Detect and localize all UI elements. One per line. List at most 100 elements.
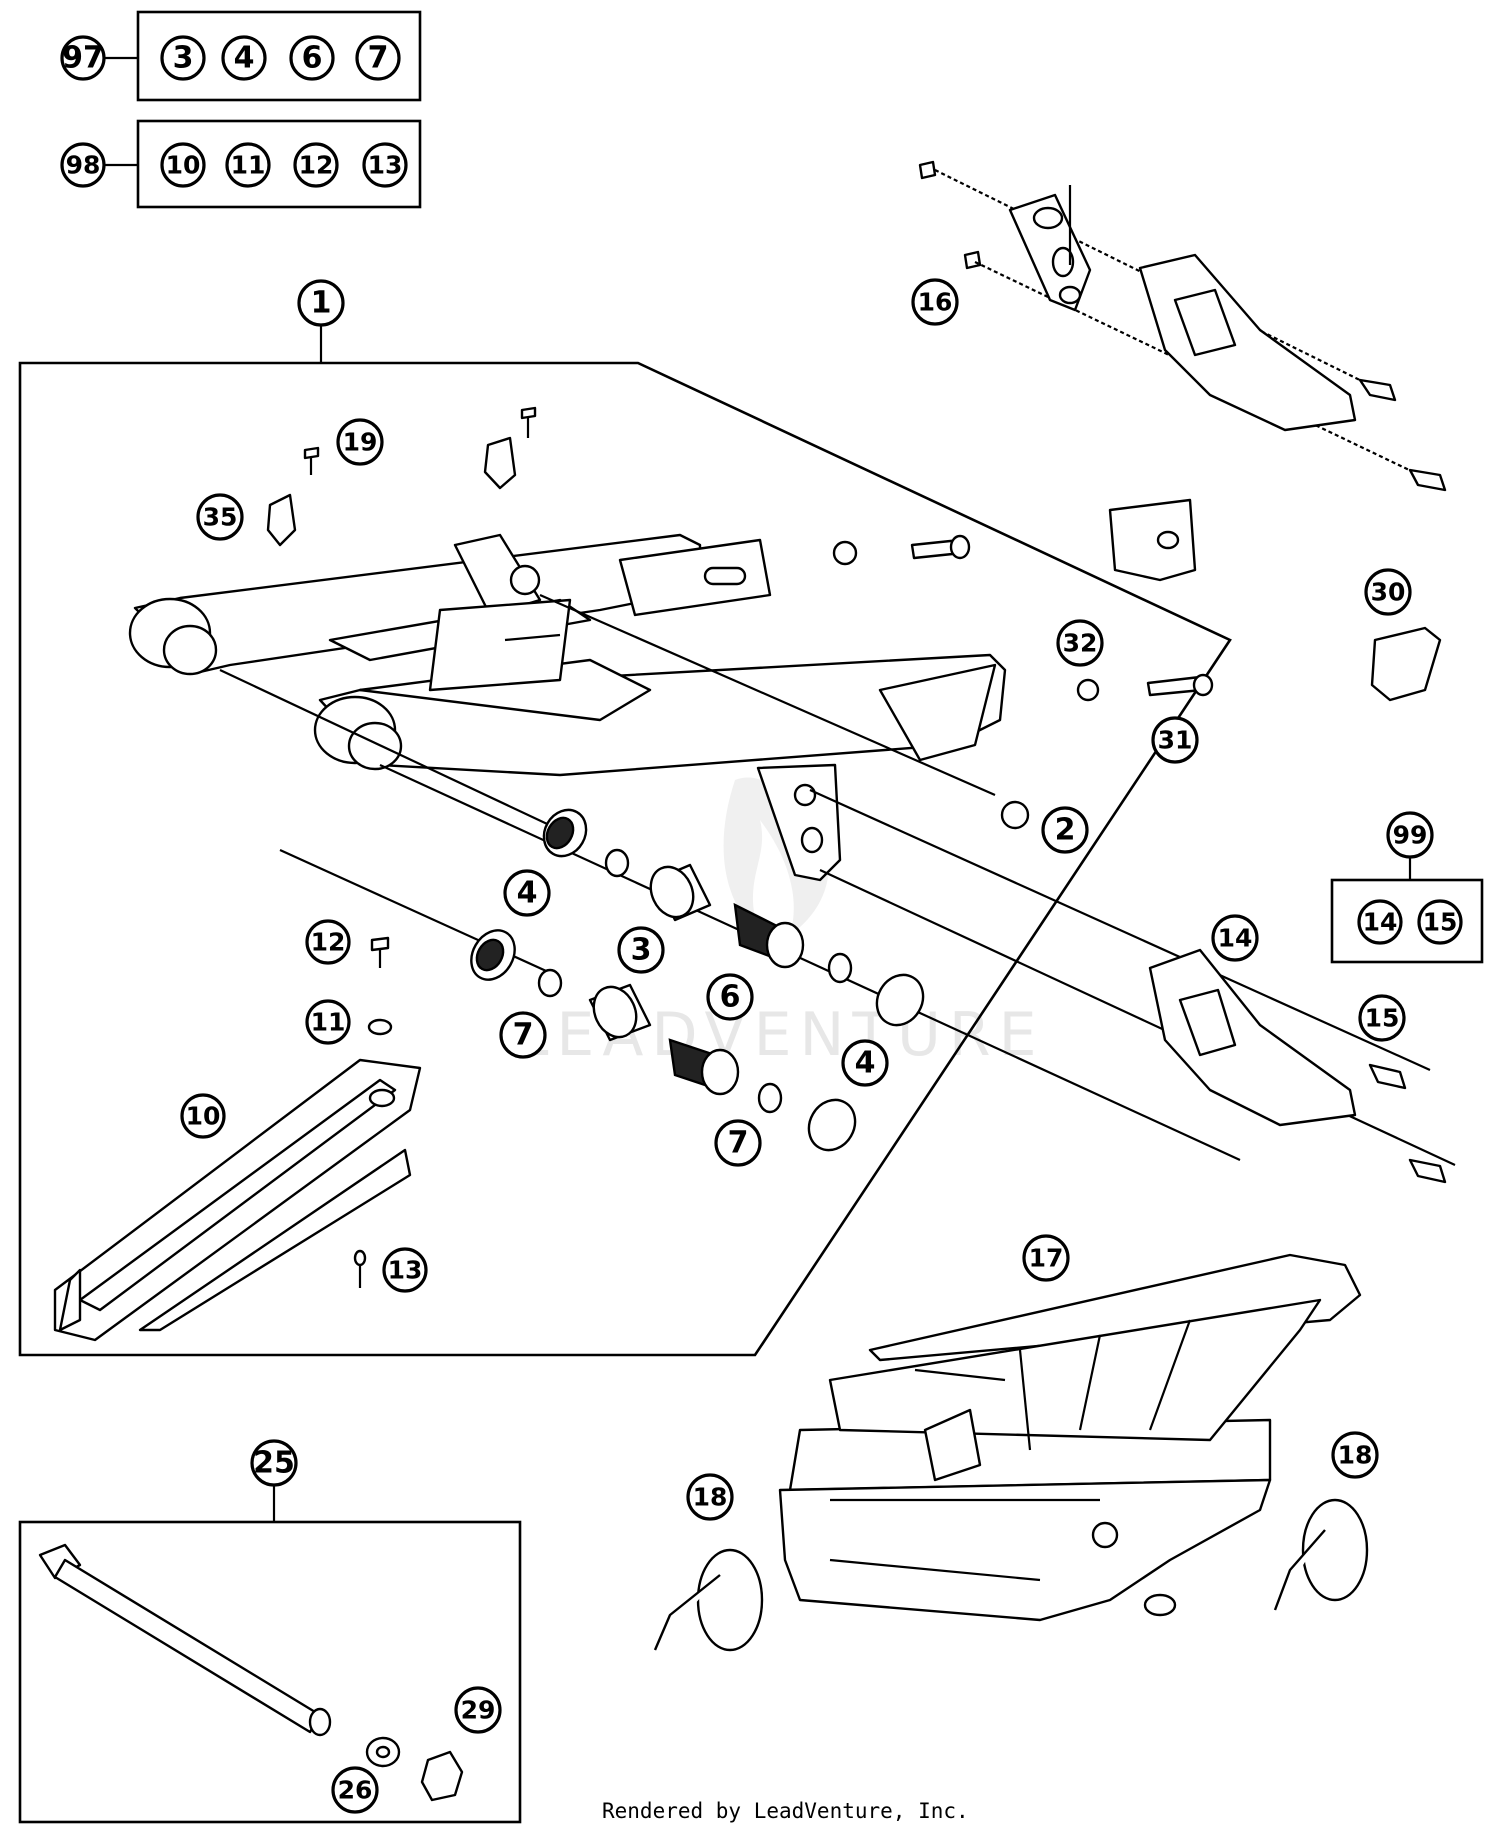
svg-text:16: 16 <box>918 288 953 317</box>
svg-text:19: 19 <box>343 428 378 457</box>
svg-text:17: 17 <box>1029 1244 1064 1273</box>
svg-text:15: 15 <box>1365 1004 1400 1033</box>
kit-98: 98 10 11 12 13 <box>60 119 422 209</box>
kit-97: 97 3 4 6 7 <box>60 10 422 102</box>
kit-98-item-11[interactable]: 11 <box>225 142 271 188</box>
svg-text:7: 7 <box>513 1018 534 1053</box>
kit-98-item-13[interactable]: 13 <box>362 142 408 188</box>
callout-7a[interactable]: 7 <box>499 1011 547 1059</box>
svg-text:11: 11 <box>311 1008 346 1037</box>
callout-14[interactable]: 14 <box>1211 914 1259 962</box>
kit-97-item-6[interactable]: 6 <box>289 35 335 81</box>
svg-text:4: 4 <box>234 41 255 76</box>
callout-19[interactable]: 19 <box>336 418 384 466</box>
kit-97-item-3[interactable]: 3 <box>160 35 206 81</box>
kit-97-item-4[interactable]: 4 <box>221 35 267 81</box>
callout-29[interactable]: 29 <box>454 1686 502 1734</box>
part-14-chain-guide <box>1148 948 1447 1184</box>
callout-10[interactable]: 10 <box>180 1093 226 1139</box>
callout-26[interactable]: 26 <box>331 1766 379 1814</box>
svg-text:99: 99 <box>1393 821 1428 850</box>
kit-98-item-12[interactable]: 12 <box>293 142 339 188</box>
callout-16[interactable]: 16 <box>911 278 959 326</box>
callout-18a[interactable]: 18 <box>686 1473 734 1521</box>
callout-1[interactable]: 1 <box>297 279 345 327</box>
svg-text:12: 12 <box>311 928 346 957</box>
svg-text:97: 97 <box>62 41 104 76</box>
callout-2[interactable]: 2 <box>1041 806 1089 854</box>
svg-text:18: 18 <box>1338 1441 1373 1470</box>
svg-text:14: 14 <box>1218 924 1253 953</box>
svg-text:3: 3 <box>631 933 652 968</box>
svg-text:25: 25 <box>253 1446 295 1481</box>
part-10-chain-slider <box>53 1058 422 1342</box>
callout-31[interactable]: 31 <box>1151 716 1199 764</box>
svg-text:29: 29 <box>461 1696 496 1725</box>
svg-text:6: 6 <box>302 41 323 76</box>
callout-99[interactable]: 99 <box>1386 811 1434 859</box>
svg-text:32: 32 <box>1063 629 1098 658</box>
callout-4b[interactable]: 4 <box>841 1039 889 1087</box>
callout-30[interactable]: 30 <box>1364 568 1412 616</box>
kit-99-item-14[interactable]: 14 <box>1357 899 1403 945</box>
svg-text:2: 2 <box>1055 813 1076 848</box>
callout-15[interactable]: 15 <box>1358 994 1406 1042</box>
kit-99-box <box>1330 878 1484 964</box>
svg-text:31: 31 <box>1158 726 1193 755</box>
assembly-1: 1 <box>18 279 1232 1357</box>
callouts: 2 3 4 4 6 7 7 10 11 12 13 14 15 16 17 18… <box>180 278 1412 1814</box>
assembly-25-frame <box>18 1520 522 1824</box>
svg-text:7: 7 <box>368 41 389 76</box>
callout-18b[interactable]: 18 <box>1331 1431 1379 1479</box>
upper-right-hardware <box>832 498 1214 830</box>
svg-text:30: 30 <box>1371 578 1406 607</box>
callout-25[interactable]: 25 <box>250 1439 298 1487</box>
kit-99-item-15[interactable]: 15 <box>1417 899 1463 945</box>
svg-text:4: 4 <box>855 1046 876 1081</box>
svg-text:4: 4 <box>517 876 538 911</box>
callout-32[interactable]: 32 <box>1056 619 1104 667</box>
svg-text:15: 15 <box>1423 908 1458 937</box>
svg-text:35: 35 <box>203 503 238 532</box>
svg-text:11: 11 <box>231 151 266 180</box>
svg-text:13: 13 <box>388 1256 423 1285</box>
kit-98-item-10[interactable]: 10 <box>160 142 206 188</box>
svg-text:10: 10 <box>186 1102 221 1131</box>
kit-99: 99 14 15 <box>1330 811 1484 964</box>
svg-text:26: 26 <box>338 1776 373 1805</box>
svg-text:13: 13 <box>368 151 403 180</box>
callout-11[interactable]: 11 <box>305 999 351 1045</box>
part-35-clips <box>266 436 517 547</box>
callout-6[interactable]: 6 <box>706 973 754 1021</box>
pivot-hardware <box>367 808 925 1152</box>
callout-17[interactable]: 17 <box>1022 1234 1070 1282</box>
callout-35[interactable]: 35 <box>196 493 244 541</box>
callout-12[interactable]: 12 <box>305 919 351 965</box>
kit-97-box <box>136 10 422 102</box>
svg-text:3: 3 <box>173 41 194 76</box>
part-18-cable-ties <box>653 1498 1369 1652</box>
svg-text:10: 10 <box>166 151 201 180</box>
part-30-block <box>1370 626 1442 702</box>
part-17-chain-guard <box>778 1253 1362 1622</box>
callout-4a[interactable]: 4 <box>503 869 551 917</box>
svg-text:18: 18 <box>693 1483 728 1512</box>
callout-7b[interactable]: 7 <box>714 1119 762 1167</box>
callout-97[interactable]: 97 <box>60 35 106 81</box>
svg-text:14: 14 <box>1363 908 1398 937</box>
svg-text:1: 1 <box>311 286 332 321</box>
svg-text:12: 12 <box>299 151 334 180</box>
kit-98-box <box>136 119 422 209</box>
upper-chain-guide <box>918 160 1447 492</box>
assembly-25: 25 <box>18 1439 522 1824</box>
svg-text:6: 6 <box>720 980 741 1015</box>
svg-text:98: 98 <box>66 151 101 180</box>
svg-text:7: 7 <box>728 1126 749 1161</box>
callout-3[interactable]: 3 <box>617 926 665 974</box>
footer-credit: Rendered by LeadVenture, Inc. <box>602 1799 969 1823</box>
kit-97-item-7[interactable]: 7 <box>355 35 401 81</box>
callout-13[interactable]: 13 <box>382 1247 428 1293</box>
assembly-1-frame <box>18 361 1232 1357</box>
callout-98[interactable]: 98 <box>60 142 106 188</box>
